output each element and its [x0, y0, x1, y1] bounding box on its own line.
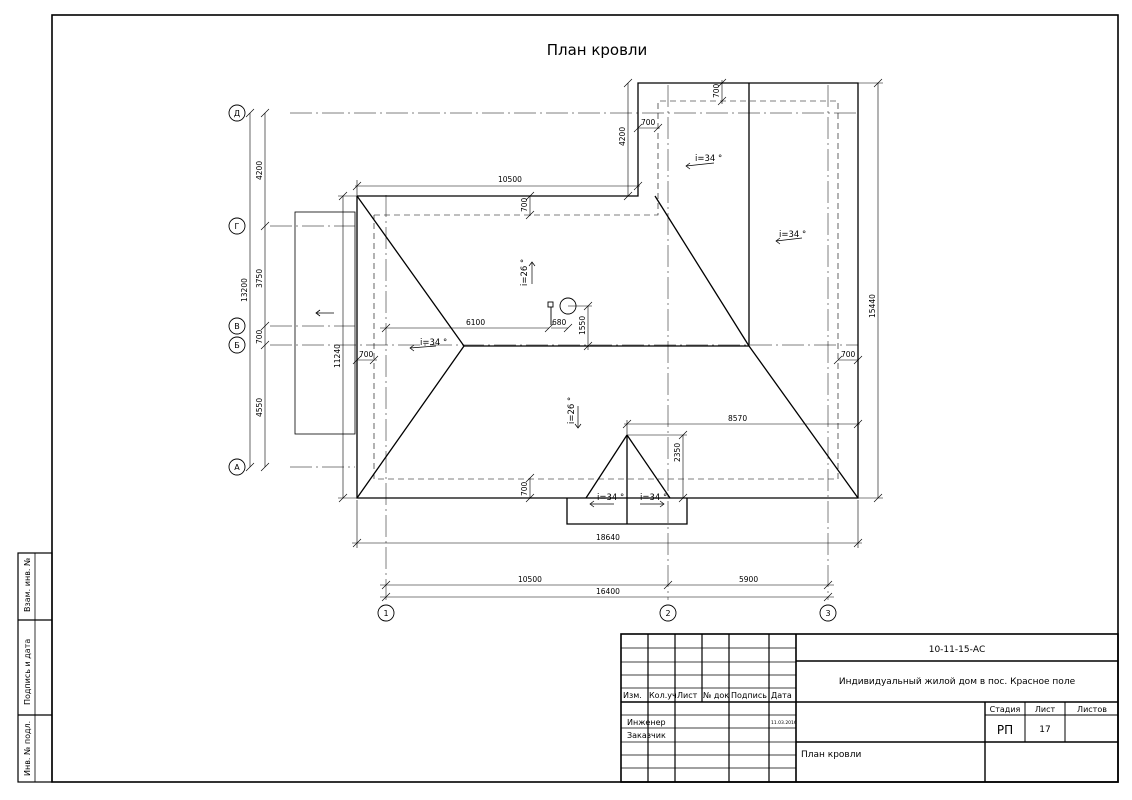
sheet-frame: [51, 14, 1119, 783]
side-stamp-sign: Подпись и дата: [23, 639, 32, 705]
dim-gable-8570: 8570: [728, 414, 747, 423]
dim-chimney-680: 680: [552, 318, 567, 327]
stamp-sheets-header: Листов: [1077, 705, 1107, 714]
side-stamp: [17, 552, 53, 783]
dim-ridge-6100: 6100: [466, 318, 485, 327]
dim-eave-700-right: 700: [841, 350, 856, 359]
porch-arrow: [315, 309, 334, 317]
stamp-col-izm: Изм.: [623, 691, 642, 700]
slope-wing-right: i=34 °: [779, 230, 806, 240]
axis-label-g: Г: [235, 222, 240, 231]
slope-gable-left: i=34 °: [597, 493, 624, 503]
stamp-project: Индивидуальный жилой дом в пос. Красное …: [839, 677, 1076, 687]
dimension-lines: [245, 78, 883, 602]
stamp-stage-value: РП: [997, 723, 1013, 737]
dim-axes-5900: 5900: [739, 575, 758, 584]
drawing-title: План кровли: [547, 41, 648, 59]
axis-label-2: 2: [665, 609, 670, 618]
stamp-stage-header: Стадия: [990, 705, 1021, 714]
row-axis-bubbles: [228, 104, 246, 476]
slope-main-south: i=26 °: [567, 397, 577, 424]
stamp-col-list: Лист: [677, 691, 698, 700]
stamp-sheet-header: Лист: [1035, 705, 1056, 714]
dim-axes-16400: 16400: [596, 587, 620, 596]
slope-gable-right: i=34 °: [640, 493, 667, 503]
dim-wing-700-side: 700: [641, 118, 656, 127]
dim-overall-11240: 11240: [333, 344, 342, 368]
axis-label-b: Б: [234, 341, 240, 350]
dim-gable-2350: 2350: [673, 443, 682, 462]
dim-wing-4200: 4200: [618, 127, 627, 146]
dim-bottom-18640: 18640: [596, 533, 620, 542]
dim-left-700: 700: [255, 329, 264, 344]
dim-left-3750: 3750: [255, 269, 264, 288]
slope-wing-left: i=34 °: [695, 154, 722, 164]
porch-outline: [294, 211, 356, 435]
axis-label-1: 1: [383, 609, 388, 618]
side-stamp-ref: Взам. инв. №: [23, 557, 32, 612]
stamp-customer: Заказчик: [627, 731, 666, 740]
dim-top-10500: 10500: [498, 175, 522, 184]
axis-lines: [270, 85, 858, 600]
dim-overall-15440: 15440: [868, 294, 877, 318]
side-stamp-inv: Инв. № подл.: [23, 721, 32, 776]
dim-left-4550: 4550: [255, 398, 264, 417]
dim-eave-700-bottom: 700: [520, 481, 529, 496]
stamp-col-doc: № док: [703, 691, 729, 700]
dim-axes-10500: 10500: [518, 575, 542, 584]
dim-wing-700-top: 700: [712, 83, 721, 98]
dim-left-13200: 13200: [240, 278, 249, 302]
axis-label-d: Д: [234, 109, 240, 118]
axis-label-a: А: [234, 463, 240, 472]
axis-label-v: В: [234, 322, 240, 331]
slope-main-west: i=34 °: [420, 338, 447, 348]
title-block: [620, 633, 1119, 783]
stamp-code: 10-11-15-АС: [929, 645, 986, 655]
stamp-col-sign: Подпись: [731, 691, 767, 700]
stamp-date: 11.03.2016: [771, 720, 797, 726]
stamp-engineer: Инженер: [627, 718, 666, 727]
roof-outline: [356, 82, 859, 525]
stamp-col-date: Дата: [771, 691, 792, 700]
stamp-sheet-name: План кровли: [801, 750, 861, 760]
stamp-sheet-value: 17: [1039, 725, 1050, 735]
wall-outline: [373, 100, 839, 480]
dim-eave-700-left: 700: [359, 350, 374, 359]
slope-main-north: i=26 °: [520, 259, 530, 286]
dim-eave-700-top: 700: [520, 197, 529, 212]
slope-arrows: [409, 162, 803, 508]
col-axis-bubbles: [377, 604, 837, 622]
axis-label-3: 3: [825, 609, 830, 618]
dim-chimney-1550: 1550: [578, 316, 587, 335]
dim-left-4200: 4200: [255, 161, 264, 180]
stamp-col-kol: Кол.уч: [649, 691, 677, 700]
